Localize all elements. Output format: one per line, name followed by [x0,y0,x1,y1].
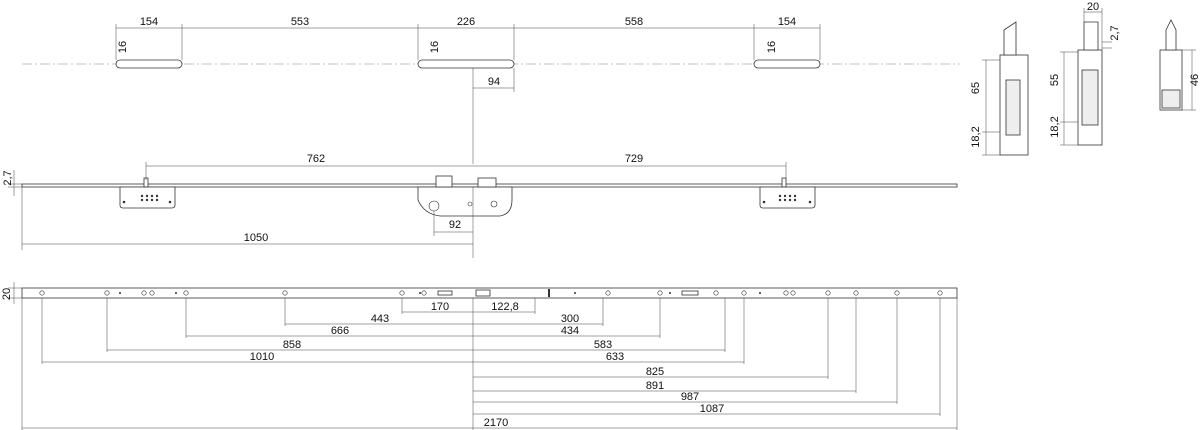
faceplate-hole [894,290,900,296]
hook-housing-right [759,186,816,209]
faceplate-hole [183,290,189,296]
dim-faceplate-position: 825 [646,366,664,378]
dim-right-strike-len: 154 [778,16,796,28]
hook-housing-left [119,186,176,209]
dim-left-hook-dist: 762 [307,153,325,165]
dim-hook2-height: 55 [1049,74,1061,86]
slot-right [681,290,699,296]
dim-center-offset: 94 [488,76,500,88]
dim-center-strike-h: 16 [429,41,441,53]
hook3-tip [1165,19,1177,51]
dim-faceplate-position: 122,8 [491,301,519,313]
hook2-tip [1083,21,1099,51]
dim-hook1-base: 18,2 [970,126,982,147]
spindle-hole [428,200,440,212]
dim-left-strike-h: 16 [117,41,129,53]
faceplate-hole [783,290,789,296]
faceplate-pin [175,292,177,294]
faceplate-dimensions: 170 122,8 443 300 666 434 858 583 1010 633 825 891 9… [21,298,958,430]
dim-faceplate-position: 666 [331,325,349,337]
dim-hook2-width: 20 [1087,1,1099,13]
hook3-slot [1161,89,1181,109]
faceplate-hole [141,290,147,296]
dim-right-hook-dist: 729 [625,153,643,165]
dim-faceplate-position: 170 [431,301,449,313]
faceplate-row: 20 170 122,8 443 300 666 434 858 583 1010 633 825 8… [1,282,958,430]
faceplate-pin [419,292,421,294]
dim-faceplate-position: 300 [561,313,579,325]
dim-faceplate-width: 20 [1,288,13,300]
keeper-center [417,59,515,69]
dim-hook1-height: 65 [970,82,982,94]
faceplate-hole [421,290,427,296]
dim-faceplate-position: 891 [646,380,664,392]
hook-right [781,177,787,188]
faceplate-pin [669,292,671,294]
dim-faceplate-position: 987 [681,391,699,403]
faceplate-pin [574,292,576,294]
dim-left-strike-len: 154 [140,16,158,28]
cylinder-hole [490,200,498,208]
dim-gap-left: 553 [291,16,309,28]
lock-row: 762 729 2,7 92 1050 [2,153,958,258]
faceplate-hole [853,290,859,296]
dim-backset: 92 [449,219,461,231]
faceplate-hole [282,290,288,296]
hook-view-3: 46 [1159,19,1200,111]
dim-faceplate-position: 1010 [250,351,274,363]
dim-half-length: 1050 [244,232,268,244]
faceplate-hole [937,290,943,296]
dim-center-strike-len: 226 [457,16,475,28]
slot-latch [437,290,453,296]
dim-faceplate-position: 858 [283,339,301,351]
faceplate-hole [39,290,45,296]
slot-bolt [475,289,491,297]
main-gearbox [417,186,513,217]
hook-view-2: 20 2,7 55 18,2 [1049,1,1121,146]
dim-gap-right: 558 [625,16,643,28]
dim-faceplate-position: 1087 [700,403,724,415]
cylinder-mark [548,289,550,297]
dim-faceplate-position: 434 [561,325,579,337]
hook2-slot [1081,69,1099,126]
dim-hook3-height: 46 [1189,74,1200,86]
dim-faceplate-position: 2170 [484,417,508,429]
faceplate-hole [741,290,747,296]
bolt-block [477,177,497,188]
dim-faceplate-position: 633 [606,351,624,363]
hook-view-1: 65 18,2 [970,21,1029,156]
screw-hole [467,201,473,207]
hook1-tip [1003,21,1017,56]
faceplate-hole [657,290,663,296]
latch-block [435,175,453,188]
dim-bar-thickness: 2,7 [2,170,14,185]
dim-right-strike-h: 16 [766,41,778,53]
faceplate-hole [825,290,831,296]
dim-hook2-lip: 2,7 [1109,25,1121,40]
faceplate-pin [759,292,761,294]
keeper-left [115,59,183,69]
hook1-slot [1005,79,1021,136]
faceplate-pin [119,292,121,294]
dim-hook2-base: 18,2 [1049,116,1061,137]
faceplate-hole [104,290,110,296]
faceplate-hole [713,290,719,296]
faceplate-hole [605,290,611,296]
faceplate-hole [149,290,155,296]
keeper-row: 154 553 226 558 154 16 16 16 94 [22,16,960,164]
faceplate-hole [399,290,405,296]
faceplate-hole [790,290,796,296]
dim-faceplate-position: 583 [594,339,612,351]
dim-faceplate-position: 443 [371,313,389,325]
keeper-right [753,59,821,69]
faceplate-holes [39,290,943,296]
